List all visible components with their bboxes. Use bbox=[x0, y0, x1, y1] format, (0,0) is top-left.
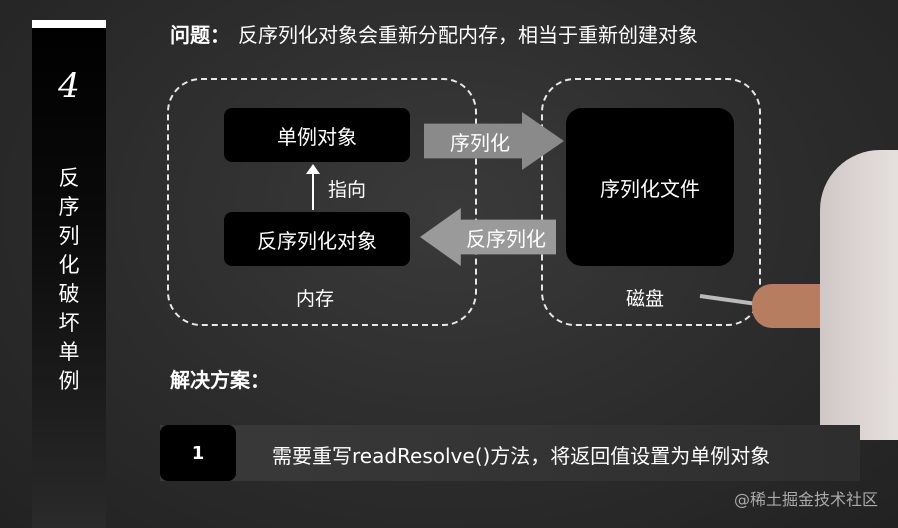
chapter-title: 反序列化破坏单例 bbox=[32, 164, 106, 396]
question-line: 问题： 反序列化对象会重新分配内存，相当于重新创建对象 bbox=[170, 19, 698, 48]
watermark: @稀土掘金技术社区 bbox=[734, 486, 878, 510]
question-text: 反序列化对象会重新分配内存，相当于重新创建对象 bbox=[238, 23, 698, 47]
serialize-arrow-label: 序列化 bbox=[450, 127, 510, 156]
singleton-object-box: 单例对象 bbox=[224, 108, 410, 162]
disk-label: 磁盘 bbox=[626, 284, 664, 311]
pointto-label: 指向 bbox=[328, 175, 366, 202]
pointto-arrow-icon bbox=[312, 168, 314, 210]
memory-label: 内存 bbox=[296, 284, 334, 311]
solution-title: 解决方案： bbox=[170, 364, 270, 393]
serialized-file-box: 序列化文件 bbox=[566, 108, 734, 266]
question-label: 问题： bbox=[170, 23, 230, 47]
chapter-sidebar: 4 反序列化破坏单例 bbox=[32, 20, 106, 528]
deserialize-arrow-label: 反序列化 bbox=[466, 223, 546, 252]
sidebar-accent-bar bbox=[32, 20, 106, 28]
presenter-figure bbox=[820, 150, 898, 440]
deserialized-object-box: 反序列化对象 bbox=[224, 212, 410, 266]
solution-step-row: 1 需要重写readResolve()方法，将返回值设置为单例对象 bbox=[160, 425, 860, 481]
chapter-number: 4 bbox=[32, 66, 106, 106]
step-number-badge: 1 bbox=[160, 425, 236, 481]
step-text: 需要重写readResolve()方法，将返回值设置为单例对象 bbox=[272, 440, 770, 469]
